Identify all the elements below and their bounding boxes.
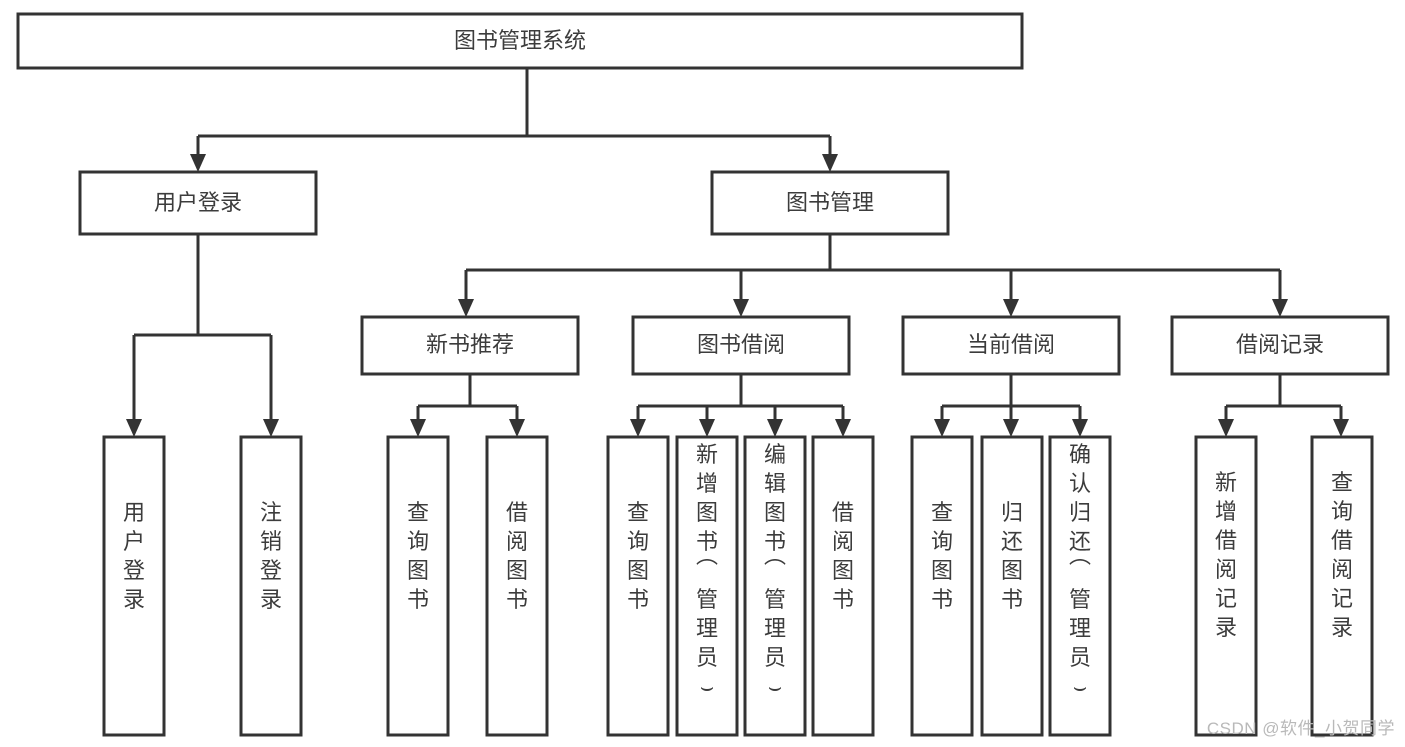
- leaf-confirm-return-admin-label: 确认归还⌒管理员⌣: [1069, 442, 1091, 699]
- node-new-book-recommend[interactable]: 新书推荐: [360, 315, 580, 376]
- leaf-add-book-admin[interactable]: 新增图书⌒管理员⌣: [675, 435, 739, 737]
- leaf-query-book-borrow[interactable]: 查询图书: [606, 435, 670, 737]
- node-user-login-label: 用户登录: [154, 190, 242, 215]
- leaf-confirm-return-admin-box[interactable]: [1048, 435, 1112, 737]
- node-current-borrow[interactable]: 当前借阅: [901, 315, 1121, 376]
- leaf-borrow-book-recommend-label: 借阅图书: [506, 500, 528, 612]
- leaf-query-book-current-box[interactable]: [910, 435, 974, 737]
- leaf-logout-box[interactable]: [239, 435, 303, 737]
- node-root-box[interactable]: [16, 12, 1024, 70]
- arrow-root-to-user-login: [190, 154, 206, 172]
- leaf-query-borrow-record[interactable]: 查询借阅记录: [1310, 435, 1374, 737]
- arrow-userlogin-to-leaf2: [263, 419, 279, 437]
- leaf-borrow-book-recommend[interactable]: 借阅图书: [485, 435, 549, 737]
- arrow-newbook-to-leaf2: [509, 419, 525, 437]
- leaf-query-book-current-label: 查询图书: [931, 500, 953, 612]
- node-new-book-recommend-label: 新书推荐: [426, 332, 514, 357]
- arrow-userlogin-to-leaf1: [126, 419, 142, 437]
- arrow-record-to-leaf1: [1218, 419, 1234, 437]
- node-book-management[interactable]: 图书管理: [710, 170, 950, 236]
- leaf-logout[interactable]: 注销登录: [239, 435, 303, 737]
- node-book-borrow-label: 图书借阅: [697, 332, 785, 357]
- leaf-confirm-return-admin[interactable]: 确认归还⌒管理员⌣: [1048, 435, 1112, 737]
- node-root-label: 图书管理系统: [454, 28, 586, 53]
- leaf-edit-book-admin[interactable]: 编辑图书⌒管理员⌣: [743, 435, 807, 737]
- leaf-borrow-book-box[interactable]: [811, 435, 875, 737]
- leaf-return-book[interactable]: 归还图书: [980, 435, 1044, 737]
- leaf-return-book-box[interactable]: [980, 435, 1044, 737]
- leaf-query-borrow-record-box[interactable]: [1310, 435, 1374, 737]
- leaf-user-login[interactable]: 用户登录: [102, 435, 166, 737]
- leaf-add-borrow-record[interactable]: 新增借阅记录: [1194, 435, 1258, 737]
- arrow-bookmgmt-to-newbook: [458, 299, 474, 317]
- node-user-login-box[interactable]: [78, 170, 318, 236]
- connector-layer: [126, 68, 1349, 437]
- node-current-borrow-box[interactable]: [901, 315, 1121, 376]
- arrow-current-to-leaf2: [1003, 419, 1019, 437]
- arrow-current-to-leaf1: [934, 419, 950, 437]
- arrow-bookmgmt-to-record: [1272, 299, 1288, 317]
- leaf-logout-label: 注销登录: [260, 500, 282, 612]
- node-book-borrow-box[interactable]: [631, 315, 851, 376]
- node-borrow-record-label: 借阅记录: [1236, 332, 1324, 357]
- node-book-management-label: 图书管理: [786, 190, 874, 215]
- leaf-user-login-box[interactable]: [102, 435, 166, 737]
- arrow-current-to-leaf3: [1072, 419, 1088, 437]
- arrow-record-to-leaf2: [1333, 419, 1349, 437]
- node-current-borrow-label: 当前借阅: [967, 332, 1055, 357]
- arrow-bookmgmt-to-current: [1003, 299, 1019, 317]
- arrow-borrow-to-leaf1: [630, 419, 646, 437]
- node-borrow-record[interactable]: 借阅记录: [1170, 315, 1390, 376]
- node-book-borrow[interactable]: 图书借阅: [631, 315, 851, 376]
- leaf-add-borrow-record-label: 新增借阅记录: [1215, 470, 1237, 640]
- leaf-add-book-admin-box[interactable]: [675, 435, 739, 737]
- leaf-query-book-recommend-label: 查询图书: [407, 500, 429, 612]
- arrow-newbook-to-leaf1: [410, 419, 426, 437]
- leaf-query-borrow-record-label: 查询借阅记录: [1331, 470, 1353, 640]
- arrow-bookmgmt-to-borrow: [733, 299, 749, 317]
- node-borrow-record-box[interactable]: [1170, 315, 1390, 376]
- arrow-borrow-to-leaf4: [835, 419, 851, 437]
- node-root[interactable]: 图书管理系统: [16, 12, 1024, 70]
- leaf-edit-book-admin-label: 编辑图书⌒管理员⌣: [764, 442, 786, 699]
- node-book-management-box[interactable]: [710, 170, 950, 236]
- leaf-edit-book-admin-box[interactable]: [743, 435, 807, 737]
- leaf-return-book-label: 归还图书: [1001, 500, 1023, 612]
- arrow-borrow-to-leaf3: [767, 419, 783, 437]
- leaf-query-book-current[interactable]: 查询图书: [910, 435, 974, 737]
- node-user-login[interactable]: 用户登录: [78, 170, 318, 236]
- leaf-query-book-borrow-label: 查询图书: [627, 500, 649, 612]
- leaf-query-book-borrow-box[interactable]: [606, 435, 670, 737]
- leaf-query-book-recommend-box[interactable]: [386, 435, 450, 737]
- leaf-user-login-label: 用户登录: [123, 500, 145, 612]
- leaf-add-book-admin-label: 新增图书⌒管理员⌣: [696, 442, 718, 699]
- arrow-borrow-to-leaf2: [699, 419, 715, 437]
- leaf-borrow-book[interactable]: 借阅图书: [811, 435, 875, 737]
- leaf-add-borrow-record-box[interactable]: [1194, 435, 1258, 737]
- leaf-borrow-book-label: 借阅图书: [832, 500, 854, 612]
- arrow-root-to-book-mgmt: [822, 154, 838, 172]
- leaf-query-book-recommend[interactable]: 查询图书: [386, 435, 450, 737]
- node-new-book-recommend-box[interactable]: [360, 315, 580, 376]
- leaf-borrow-book-recommend-box[interactable]: [485, 435, 549, 737]
